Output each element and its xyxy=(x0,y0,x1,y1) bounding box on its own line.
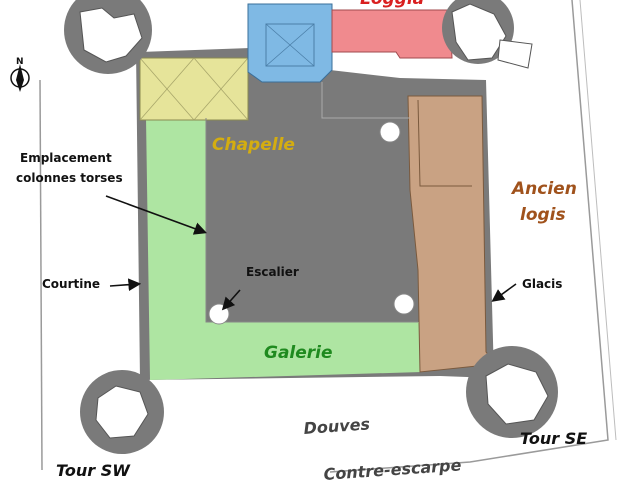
chapelle-vault-line xyxy=(139,57,195,121)
compass-north-label: N xyxy=(16,57,24,67)
courtyard-outline-top xyxy=(321,82,410,119)
escalier-label: Escalier xyxy=(246,265,299,279)
blue-pavilion-vault-line xyxy=(265,23,315,67)
counterscarp-outline-right-inner xyxy=(579,0,617,441)
ancien-logis-label-line1: Ancien xyxy=(510,179,577,199)
galerie-area xyxy=(146,118,422,380)
tower-se xyxy=(466,346,558,438)
courtine-label: Courtine xyxy=(42,277,100,291)
douves-label: Douves xyxy=(303,414,371,438)
blue-pavilion xyxy=(247,3,333,83)
tour-se-label: Tour SE xyxy=(520,429,587,448)
loggia-area xyxy=(331,9,453,59)
ancien-logis-area xyxy=(407,95,497,373)
ancien-logis-inner-wall xyxy=(417,99,472,187)
glacis-label: Glacis xyxy=(522,277,562,291)
courtyard-outline xyxy=(205,118,418,323)
ancien-logis-label-line2: logis xyxy=(520,205,566,225)
chapelle-vault-line xyxy=(193,57,249,121)
counterscarp-outline-right xyxy=(329,0,609,473)
escalier-circle-se xyxy=(393,293,415,315)
chapelle-area xyxy=(139,57,249,121)
arrow-colonnes-torses xyxy=(105,195,208,235)
colonnes-torses-label-line1: Emplacement xyxy=(20,151,112,165)
compass-icon: N xyxy=(10,57,30,92)
arrow-glacis xyxy=(491,283,517,302)
tower-sw xyxy=(80,370,164,454)
blue-pavilion-vault xyxy=(265,23,315,67)
escalier-circle-ne xyxy=(379,121,401,143)
chapelle-label: Chapelle xyxy=(212,135,295,155)
contre-escarpe-label: Contre-escarpe xyxy=(323,455,462,480)
colonnes-torses-label-line2: colonnes torses xyxy=(16,171,123,185)
arrow-courtine xyxy=(109,278,142,292)
escalier-circle-sw xyxy=(208,303,230,325)
tower-ne xyxy=(442,0,533,69)
counterscarp-outline xyxy=(39,79,43,471)
arrow-escalier xyxy=(221,289,241,311)
galerie-label: Galerie xyxy=(264,343,333,363)
tour-sw-label: Tour SW xyxy=(56,461,131,480)
tower-nw xyxy=(64,0,152,74)
loggia-label: Loggia xyxy=(360,0,424,9)
